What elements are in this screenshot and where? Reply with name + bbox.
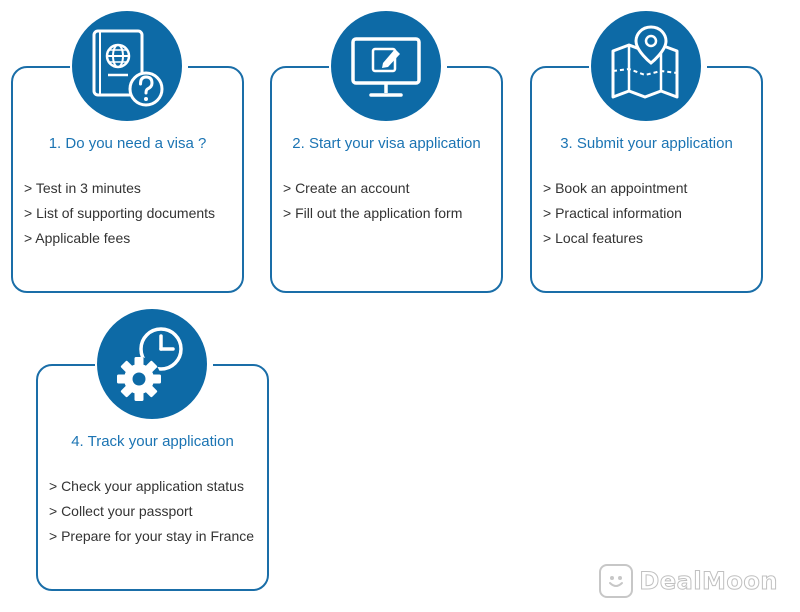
step-1-title: 1. Do you need a visa ? [48, 135, 207, 152]
step-3-title: 3. Submit your application [560, 135, 733, 152]
step-4-title: 4. Track your application [71, 433, 234, 450]
step-2-link-1[interactable]: > Create an account [283, 180, 410, 196]
step-4-icon-circle [97, 309, 207, 419]
step-2-link-2[interactable]: > Fill out the application form [283, 205, 463, 221]
watermark-text: DealMoon [639, 567, 778, 596]
step-3-link-3[interactable]: > Local features [543, 230, 644, 246]
step-1-link-1[interactable]: > Test in 3 minutes [24, 180, 141, 196]
step-1-link-2[interactable]: > List of supporting documents [24, 205, 216, 221]
step-2-title: 2. Start your visa application [292, 135, 481, 152]
step-1-icon-circle [72, 11, 182, 121]
step-1-links: > Test in 3 minutes > List of supporting… [24, 180, 234, 255]
dealmoon-watermark: DealMoon [599, 564, 778, 598]
step-3-icon-circle [591, 11, 701, 121]
gear-clock-icon [117, 327, 183, 401]
map-pin-icon [611, 25, 679, 99]
step-2-links: > Create an account > Fill out the appli… [283, 180, 493, 230]
step-2-icon-circle [331, 11, 441, 121]
monitor-edit-icon [351, 37, 421, 97]
step-3-links: > Book an appointment > Practical inform… [543, 180, 753, 255]
dealmoon-logo-icon [599, 564, 634, 598]
step-3-link-2[interactable]: > Practical information [543, 205, 682, 221]
passport-question-icon [92, 29, 164, 107]
step-4-link-3[interactable]: > Prepare for your stay in France [49, 528, 255, 544]
step-4-links: > Check your application status > Collec… [49, 478, 259, 553]
step-4-link-1[interactable]: > Check your application status [49, 478, 244, 494]
step-1-link-3[interactable]: > Applicable fees [24, 230, 131, 246]
step-4-link-2[interactable]: > Collect your passport [49, 503, 193, 519]
step-3-link-1[interactable]: > Book an appointment [543, 180, 688, 196]
